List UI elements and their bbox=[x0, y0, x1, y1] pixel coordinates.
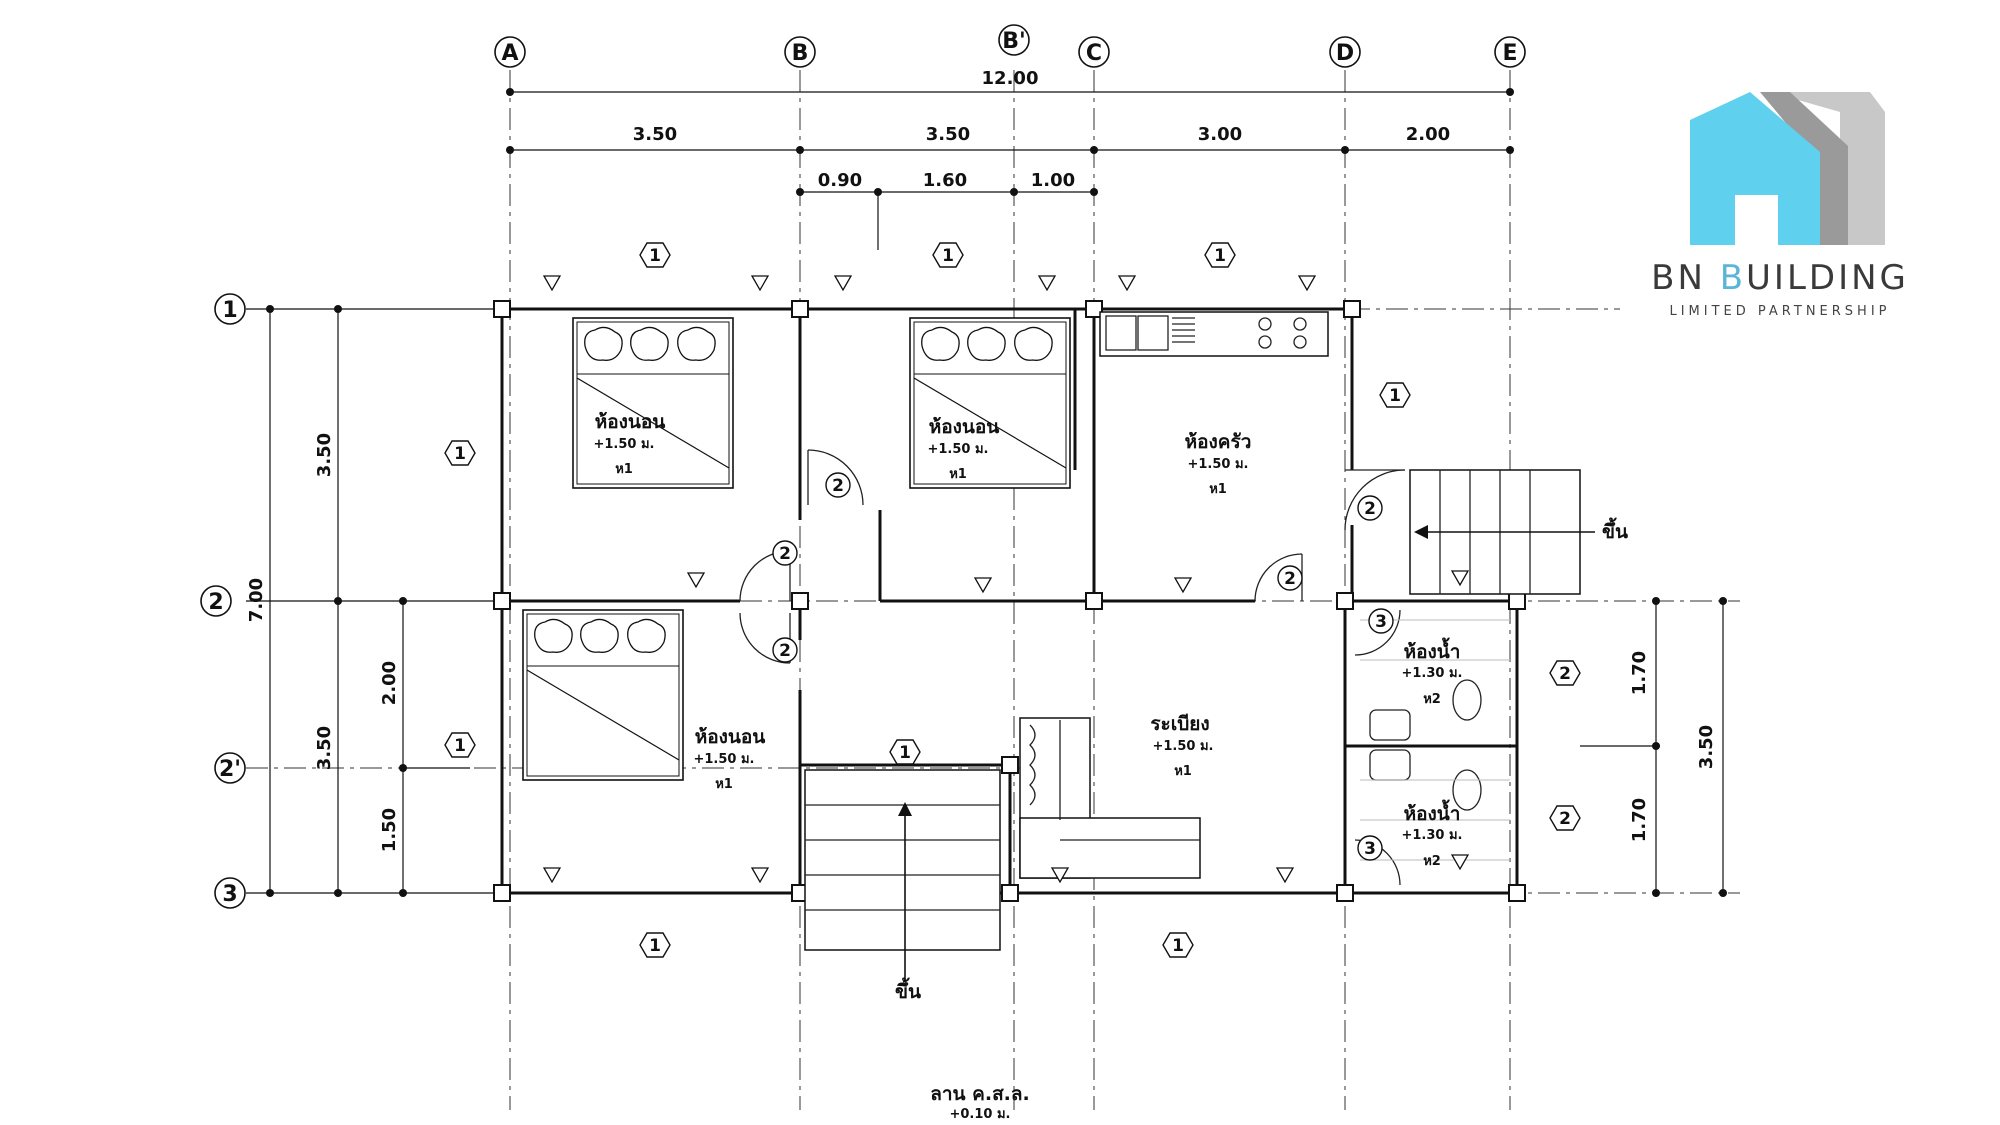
room-tag-bedroom-2: ห1 bbox=[949, 467, 967, 482]
room-elevation-kitchen: +1.50 ม. bbox=[1187, 457, 1248, 472]
door-swings bbox=[739, 449, 1406, 886]
window-tag-label: 1 bbox=[454, 444, 466, 464]
brand-name: BN BUILDING bbox=[1640, 258, 1920, 298]
front-stair-up-label: ขึ้น bbox=[895, 977, 921, 1003]
dim-sub-1: 0.90 bbox=[818, 170, 862, 191]
dim-span-de: 2.00 bbox=[1406, 124, 1450, 145]
brand-name-suffix: UILDING bbox=[1746, 258, 1909, 298]
room-elevation-bedroom-3: +1.50 ม. bbox=[693, 752, 754, 767]
door-tag-label: 2 bbox=[779, 544, 791, 564]
window-tag-label: 1 bbox=[899, 743, 911, 763]
fixture-tags bbox=[1549, 660, 1581, 831]
fixture-tag-labels: 2 2 bbox=[1559, 664, 1571, 829]
window-tag-label: 1 bbox=[649, 246, 661, 266]
room-tag-bedroom-1: ห1 bbox=[615, 462, 633, 477]
door-tag-labels: 2 2 2 2 2 3 3 bbox=[779, 476, 1387, 859]
grid-label-c: C bbox=[1086, 41, 1102, 66]
door-tags bbox=[772, 472, 1394, 861]
dim-left-sub-lower: 1.50 bbox=[379, 808, 400, 852]
front-steps bbox=[804, 769, 1001, 980]
sofa-furniture bbox=[1019, 717, 1201, 879]
left-dimension-texts: 7.00 3.50 3.50 2.00 1.50 bbox=[246, 433, 400, 852]
window-tag-label: 1 bbox=[649, 936, 661, 956]
dim-right-upper: 1.70 bbox=[1629, 651, 1650, 695]
columns bbox=[493, 300, 1526, 902]
dim-overall-depth: 7.00 bbox=[246, 578, 267, 622]
dim-span-ab: 3.50 bbox=[633, 124, 677, 145]
brand-name-highlight: B bbox=[1719, 258, 1747, 298]
brand-subtitle: LIMITED PARTNERSHIP bbox=[1669, 304, 1891, 319]
room-name-bathroom-2: ห้องน้ำ bbox=[1404, 799, 1461, 825]
house-logo-icon bbox=[1690, 92, 1885, 245]
room-name-bedroom-3: ห้องนอน bbox=[695, 726, 766, 748]
fixture-tag-label: 2 bbox=[1559, 809, 1571, 829]
grid-bubble-labels: A B B' C D E 1 2 2' 3 bbox=[208, 29, 1517, 907]
top-dimension-lines bbox=[506, 88, 1514, 250]
window-tag-label: 1 bbox=[1389, 386, 1401, 406]
dim-right-lower: 1.70 bbox=[1629, 798, 1650, 842]
grid-label-a: A bbox=[501, 41, 518, 66]
room-elevation-bedroom-1: +1.50 ม. bbox=[593, 437, 654, 452]
grid-label-b: B bbox=[792, 41, 809, 66]
window-tag-label: 1 bbox=[1172, 936, 1184, 956]
dim-overall-width: 12.00 bbox=[982, 68, 1039, 89]
left-dimension-lines bbox=[246, 305, 500, 897]
room-elevation-veranda: +1.50 ม. bbox=[1152, 739, 1213, 754]
room-tag-bathroom-1: ห2 bbox=[1423, 692, 1441, 707]
room-name-veranda: ระเบียง bbox=[1150, 713, 1209, 735]
bathroom-fixtures bbox=[1360, 619, 1510, 861]
grid-label-1: 1 bbox=[222, 298, 237, 323]
dim-left-sub-upper: 2.00 bbox=[379, 661, 400, 705]
window-tag-labels: 1 1 1 1 1 1 1 1 1 bbox=[454, 246, 1401, 956]
side-stair-up-label: ขึ้น bbox=[1602, 517, 1628, 543]
room-labels: ห้องนอน +1.50 ม. ห1 ห้องนอน +1.50 ม. ห1 … bbox=[593, 411, 1462, 869]
kitchen-counter bbox=[1099, 311, 1329, 357]
wc-door-tag-label: 3 bbox=[1375, 612, 1387, 632]
dim-sub-2: 1.60 bbox=[923, 170, 967, 191]
grid-label-2: 2 bbox=[208, 590, 223, 615]
window-tag-label: 1 bbox=[1214, 246, 1226, 266]
fixture-tag-label: 2 bbox=[1559, 664, 1571, 684]
grid-label-b-prime: B' bbox=[1002, 29, 1026, 54]
room-tag-kitchen: ห1 bbox=[1209, 482, 1227, 497]
dim-span-bc: 3.50 bbox=[926, 124, 970, 145]
room-elevation-bedroom-2: +1.50 ม. bbox=[927, 442, 988, 457]
brand-name-prefix: BN bbox=[1651, 258, 1720, 298]
room-tag-bedroom-3: ห1 bbox=[715, 777, 733, 792]
grid-label-d: D bbox=[1336, 41, 1354, 66]
grid-label-3: 3 bbox=[222, 882, 237, 907]
grid-label-e: E bbox=[1502, 41, 1517, 66]
dim-left-upper: 3.50 bbox=[314, 433, 335, 477]
slab-elevation: +0.10 ม. bbox=[949, 1107, 1010, 1122]
side-steps bbox=[1409, 469, 1595, 595]
room-elevation-bathroom-1: +1.30 ม. bbox=[1401, 666, 1462, 681]
room-name-bathroom-1: ห้องน้ำ bbox=[1404, 637, 1461, 663]
slab-name: ลาน ค.ส.ล. bbox=[930, 1083, 1030, 1105]
dim-sub-3: 1.00 bbox=[1031, 170, 1075, 191]
room-name-bedroom-1: ห้องนอน bbox=[595, 411, 666, 433]
room-tag-veranda: ห1 bbox=[1174, 764, 1192, 779]
right-dimension-lines bbox=[1580, 597, 1727, 897]
right-dimension-texts: 1.70 1.70 3.50 bbox=[1629, 651, 1717, 842]
door-tag-label: 2 bbox=[832, 476, 844, 496]
grid-label-2-prime: 2' bbox=[219, 757, 241, 782]
dim-right-overall: 3.50 bbox=[1696, 725, 1717, 769]
door-tag-label: 2 bbox=[1364, 499, 1376, 519]
window-tag-label: 1 bbox=[942, 246, 954, 266]
door-tag-label: 2 bbox=[779, 641, 791, 661]
dim-span-cd: 3.00 bbox=[1198, 124, 1242, 145]
grid-bubbles bbox=[200, 24, 1526, 909]
dim-left-lower: 3.50 bbox=[314, 726, 335, 770]
top-dimension-texts: 12.00 3.50 3.50 3.00 2.00 0.90 1.60 1.00 bbox=[633, 68, 1450, 191]
window-tag-label: 1 bbox=[454, 736, 466, 756]
room-name-kitchen: ห้องครัว bbox=[1185, 431, 1252, 453]
room-tag-bathroom-2: ห2 bbox=[1423, 854, 1441, 869]
door-tag-label: 2 bbox=[1284, 569, 1296, 589]
room-name-bedroom-2: ห้องนอน bbox=[929, 416, 1000, 438]
wc-door-tag-label: 3 bbox=[1364, 839, 1376, 859]
room-elevation-bathroom-2: +1.30 ม. bbox=[1401, 828, 1462, 843]
